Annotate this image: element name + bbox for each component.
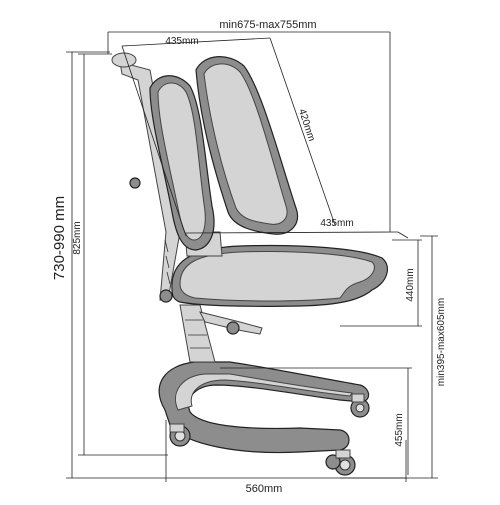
seat-depth-label: 440mm xyxy=(405,268,416,301)
chair-base xyxy=(158,361,370,454)
wheel-front-left xyxy=(169,423,191,447)
wheel-back-right xyxy=(350,393,370,418)
seat-column xyxy=(179,304,216,363)
wheel-front-right xyxy=(325,449,356,476)
total-height-label: 730-990 mm xyxy=(51,196,68,280)
base-width-label: 560mm xyxy=(246,483,283,495)
height-825-label: 825mm xyxy=(72,221,83,254)
base-height-label: 455mm xyxy=(394,413,405,446)
depth-range-label: min675-max755mm xyxy=(219,19,316,31)
backrest-height-label: 420mm xyxy=(296,108,317,143)
seat-height-range-label: min395-max605mm xyxy=(436,298,447,386)
dimension-lines xyxy=(66,31,438,482)
seat-width-label: 435mm xyxy=(320,218,353,229)
chair-illustration xyxy=(111,52,389,476)
backrest-width-label: 435mm xyxy=(165,36,198,47)
